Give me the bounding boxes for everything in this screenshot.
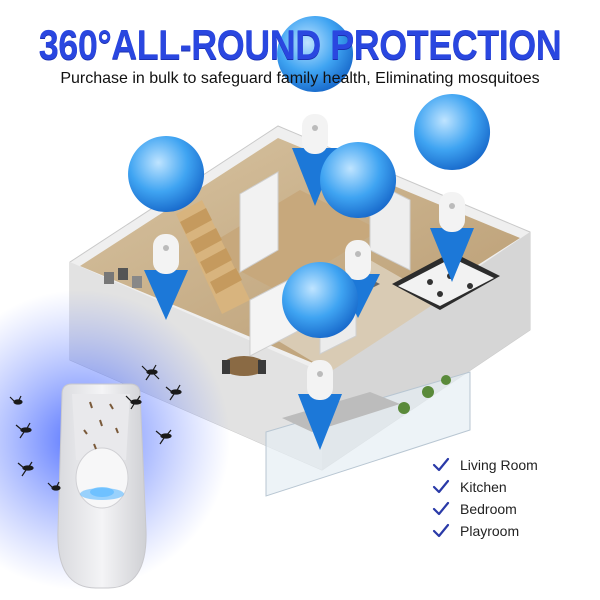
mosquito-icon: [155, 429, 172, 445]
location-pin-bedroom: [414, 94, 491, 282]
mosquito-icon: [9, 395, 23, 405]
mosquito-killer-device: [57, 383, 147, 589]
check-icon: [432, 501, 450, 516]
feature-label: Bedroom: [460, 501, 517, 517]
mosquito-icon: [17, 461, 34, 477]
dining-table: [222, 356, 266, 376]
mosquito-icon: [165, 384, 182, 401]
location-pin-living-room: [128, 136, 205, 320]
feature-item-living-room: Living Room: [432, 454, 592, 476]
feature-item-bedroom: Bedroom: [432, 498, 592, 520]
mosquito-icon: [125, 395, 142, 410]
feature-list: Living Room Kitchen Bedroom Playroom: [432, 454, 592, 542]
check-icon: [432, 523, 450, 538]
feature-label: Playroom: [460, 523, 520, 539]
feature-label: Living Room: [460, 457, 538, 473]
wall-art: [104, 268, 142, 288]
staircase: [176, 200, 250, 314]
mosquito-icon: [141, 364, 160, 381]
check-icon: [432, 457, 450, 472]
subheadline: Purchase in bulk to safeguard family hea…: [60, 70, 540, 87]
check-icon: [432, 479, 450, 494]
feature-item-playroom: Playroom: [432, 520, 592, 542]
feature-item-kitchen: Kitchen: [432, 476, 592, 498]
feature-label: Kitchen: [460, 479, 507, 495]
mosquito-swarm: [9, 364, 182, 491]
headline: 360°ALL-ROUND PROTECTION: [38, 20, 562, 69]
mosquito-icon: [47, 481, 61, 491]
mosquito-icon: [15, 422, 32, 439]
location-pin-balcony: [282, 262, 359, 450]
